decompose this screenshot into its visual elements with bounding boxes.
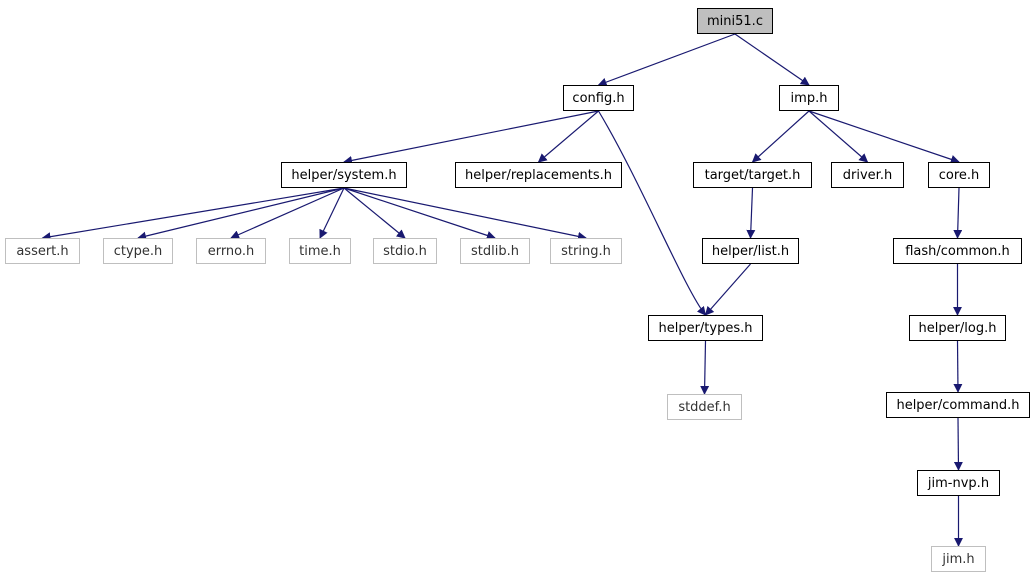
node-errno-h: errno.h: [196, 238, 266, 264]
node-jim-h: jim.h: [931, 546, 986, 572]
edge-core-to-flashcommon: [953, 187, 963, 239]
edge-system-to-errno: [230, 187, 345, 239]
node-stddef-h: stddef.h: [667, 394, 742, 420]
node-stdlib-h: stdlib.h: [460, 238, 530, 264]
node-assert-h: assert.h: [5, 238, 80, 264]
node-helper-list-h[interactable]: helper/list.h: [702, 238, 799, 264]
edge-log-to-command: [953, 340, 963, 393]
edge-system-to-string: [343, 187, 587, 241]
node-helper-types-h[interactable]: helper/types.h: [648, 315, 763, 341]
edge-target-to-list: [746, 187, 756, 239]
node-ctype-h: ctype.h: [103, 238, 173, 264]
node-jim-nvp-h[interactable]: jim-nvp.h: [917, 470, 1000, 496]
edge-config-to-replacements: [537, 110, 599, 163]
edge-system-to-assert: [41, 187, 345, 242]
edge-types-to-stddef: [700, 340, 710, 395]
node-target-target-h[interactable]: target/target.h: [693, 162, 812, 188]
node-flash-common-h[interactable]: flash/common.h: [893, 238, 1022, 264]
edge-mini51-to-config: [597, 33, 736, 87]
node-stdio-h: stdio.h: [373, 238, 437, 264]
edge-config-to-system: [343, 110, 599, 165]
edge-imp-to-driver: [808, 110, 869, 163]
edge-imp-to-target: [751, 110, 810, 163]
edge-list-to-types: [704, 263, 751, 316]
node-helper-command-h[interactable]: helper/command.h: [886, 392, 1030, 418]
edge-imp-to-core: [808, 110, 960, 164]
edge-config-to-types: [597, 110, 707, 316]
node-config-h[interactable]: config.h: [563, 85, 634, 111]
node-core-h[interactable]: core.h: [928, 162, 990, 188]
node-driver-h[interactable]: driver.h: [831, 162, 904, 188]
node-time-h: time.h: [289, 238, 351, 264]
edge-mini51-to-imp: [734, 33, 810, 86]
node-string-h: string.h: [550, 238, 622, 264]
edge-system-to-time: [319, 187, 345, 239]
edge-system-to-stdlib: [343, 187, 496, 240]
node-helper-log-h[interactable]: helper/log.h: [909, 315, 1006, 341]
edge-system-to-ctype: [137, 187, 345, 241]
node-helper-replacements-h[interactable]: helper/replacements.h: [455, 162, 622, 188]
edge-system-to-stdio: [343, 187, 406, 239]
edge-command-to-jimnvp: [953, 417, 963, 471]
node-mini51-c[interactable]: mini51.c: [697, 8, 773, 34]
node-imp-h[interactable]: imp.h: [779, 85, 839, 111]
node-helper-system-h[interactable]: helper/system.h: [281, 162, 407, 188]
